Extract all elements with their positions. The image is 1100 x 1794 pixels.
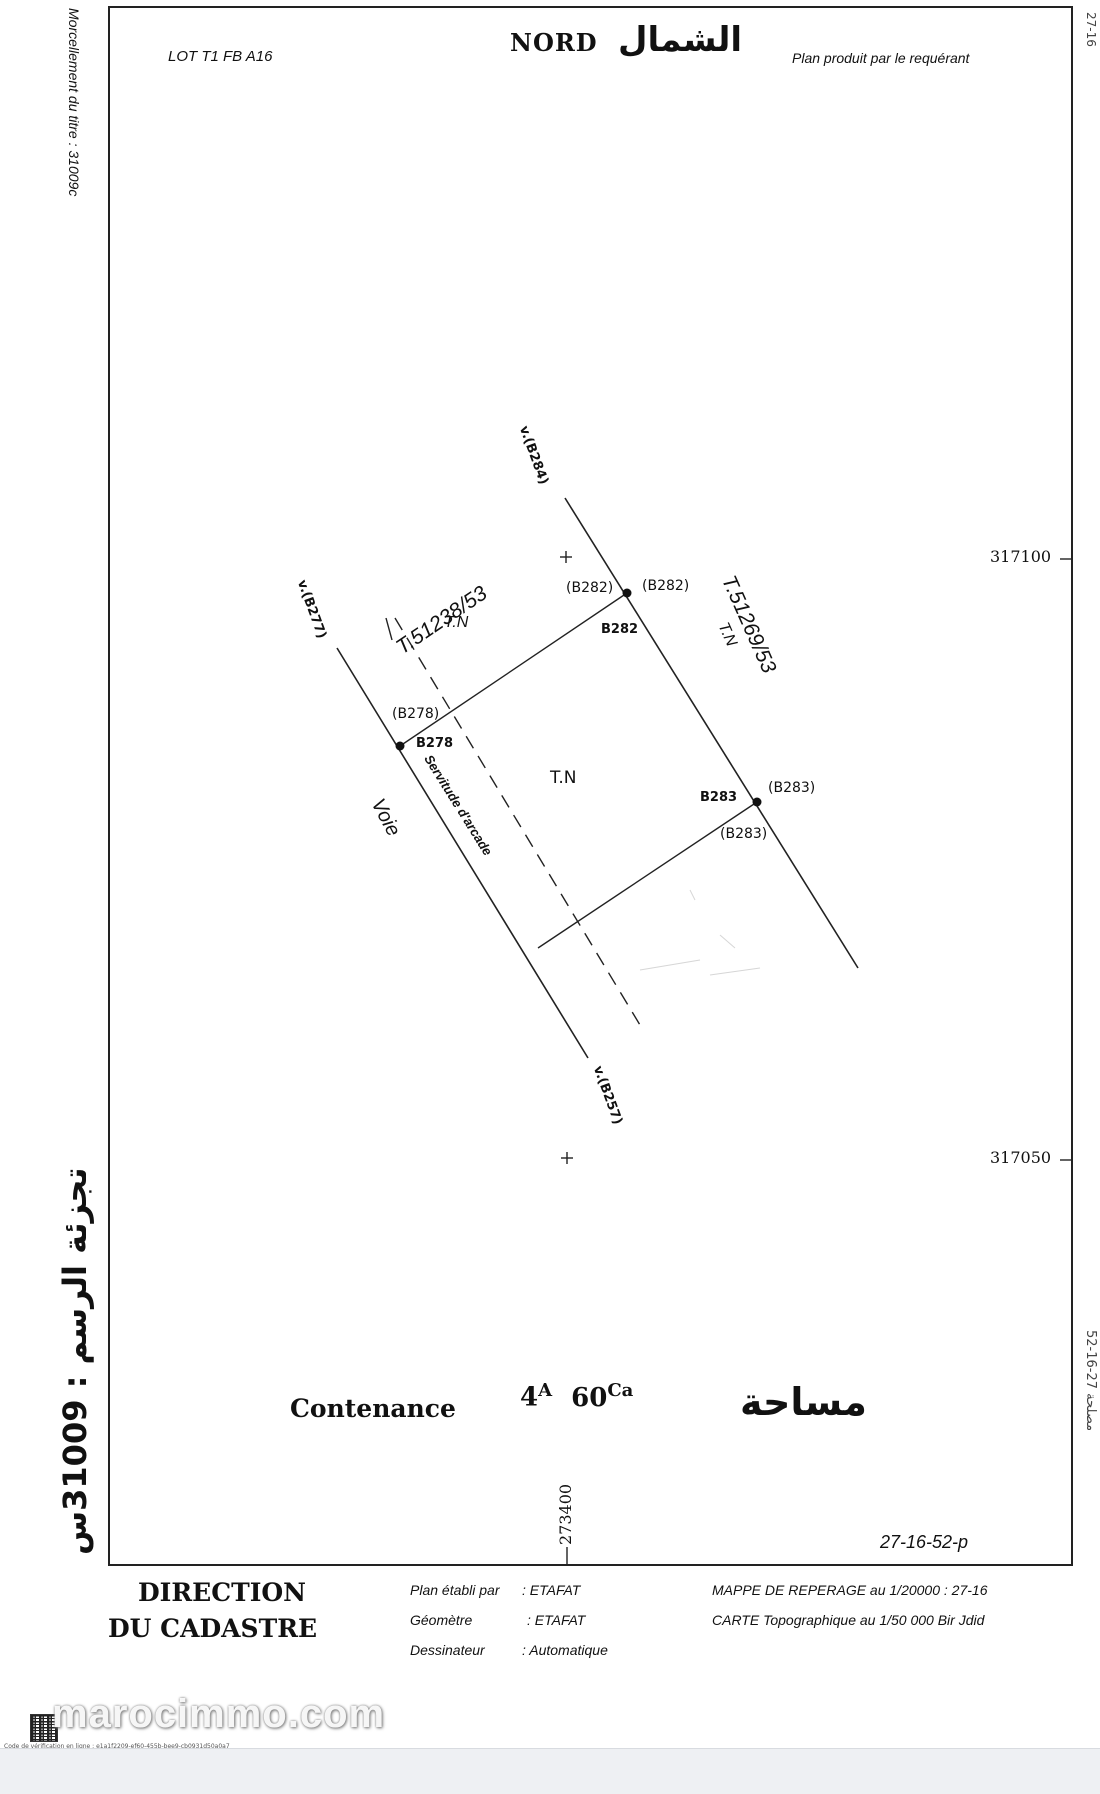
edge-ref-bottom: مصلحة 27-16-52 xyxy=(1083,1330,1098,1432)
plan-etabli-value: : ETAFAT xyxy=(522,1582,581,1598)
vertex-label-b278-paren: (B278) xyxy=(392,706,440,722)
qr-code-icon xyxy=(30,1714,58,1742)
dessinateur-label: Dessinateur xyxy=(410,1642,485,1658)
boundary-top xyxy=(399,592,628,747)
north-label-ar: الشمال xyxy=(618,20,743,60)
morcellement-note: Morcellement du titre : 31009c xyxy=(66,8,82,197)
grid-cross-bottom xyxy=(561,1152,573,1164)
vertex-label-b283-paren-right: (B283) xyxy=(768,780,816,796)
vertex-b278 xyxy=(395,741,405,751)
area-label-ar: مساحة xyxy=(740,1380,867,1424)
dessinateur-value: : Automatique xyxy=(522,1642,608,1658)
geometre-label: Géomètre xyxy=(410,1612,473,1628)
plan-note: Plan produit par le requérant xyxy=(792,50,970,66)
area-ca-unit: Ca xyxy=(607,1380,634,1401)
neighbor-left-tn: T.N xyxy=(444,614,469,631)
boundary-left-road xyxy=(336,647,589,1059)
drawing-frame xyxy=(108,6,1073,1566)
site-watermark: marocimmo.com xyxy=(52,1692,386,1736)
edge-ref-top: 27-16 xyxy=(1084,12,1098,47)
scan-smudge xyxy=(639,889,761,976)
area-ha-unit: A xyxy=(538,1380,553,1401)
verification-code: Code de vérification en ligne : e1a1f220… xyxy=(4,1743,230,1750)
vertex-b283 xyxy=(752,797,762,807)
area-ca: 60 xyxy=(571,1382,608,1413)
north-label-fr: NORD xyxy=(510,28,598,57)
coord-317050: 317050 xyxy=(990,1148,1052,1167)
plan-etabli-label: Plan établi par xyxy=(410,1582,500,1598)
boundary-right xyxy=(564,497,859,969)
coord-317100: 317100 xyxy=(990,547,1052,566)
grid-cross-top xyxy=(560,551,572,563)
vertex-b282 xyxy=(622,588,632,598)
lot-label: LOT T1 FB A16 xyxy=(168,48,273,65)
sheet-reference: 27-16-52-p xyxy=(880,1532,969,1552)
direction-line-2: DU CADASTRE xyxy=(108,1614,318,1643)
vertex-label-b282: B282 xyxy=(601,622,639,637)
boundary-bottom xyxy=(537,801,758,949)
servitude-dashed-line xyxy=(394,617,641,1026)
area-ha: 4 xyxy=(520,1382,539,1413)
direction-line-1: DIRECTION xyxy=(138,1578,307,1607)
carte-topographique: CARTE Topographique au 1/50 000 Bir Jdid xyxy=(712,1612,985,1628)
geometre-value: : ETAFAT xyxy=(527,1612,586,1628)
coord-273400: 273400 xyxy=(556,1483,575,1545)
mappe-reperage: MAPPE DE REPERAGE au 1/20000 : 27-16 xyxy=(712,1582,988,1598)
area-label-fr: Contenance xyxy=(290,1394,456,1423)
vertex-label-b282-paren-left: (B282) xyxy=(566,580,614,596)
vertex-label-b283-paren-below: (B283) xyxy=(720,826,768,842)
vertex-label-b283: B283 xyxy=(700,790,738,805)
vertex-label-b278: B278 xyxy=(416,736,454,751)
arabic-title-number: تجزئة الرسم : 31009س xyxy=(56,1167,94,1555)
area-value: 4A 60Ca xyxy=(520,1380,633,1413)
vertex-label-b282-paren-right: (B282) xyxy=(642,578,690,594)
viewer-bottom-bar xyxy=(0,1748,1100,1794)
plot-center-tn: T.N xyxy=(550,768,577,788)
neighbor-tick xyxy=(385,617,393,641)
